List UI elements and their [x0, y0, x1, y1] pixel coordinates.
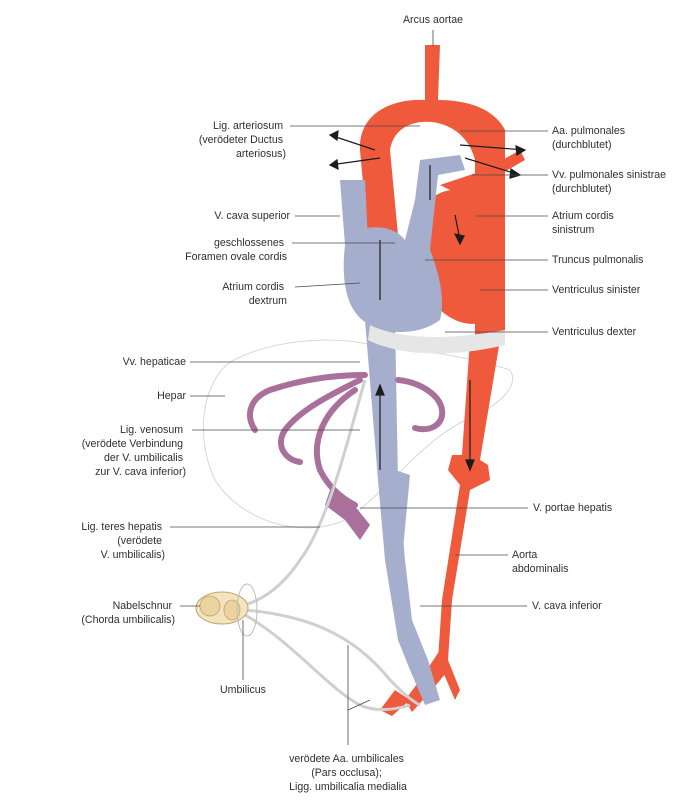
- label-atrium-sinistrum: Atrium cordis sinistrum: [552, 210, 617, 236]
- label-aorta-abdominalis: Aorta abdominalis: [512, 549, 569, 575]
- label-v-cava-superior: V. cava superior: [214, 210, 290, 222]
- label-vv-hepaticae: Vv. hepaticae: [123, 356, 187, 368]
- umbilical-cord: [196, 584, 257, 636]
- label-hepar: Hepar: [157, 390, 186, 402]
- label-v-portae: V. portae hepatis: [533, 502, 612, 514]
- label-lig-teres: Lig. teres hepatis (verödete V. umbilica…: [81, 521, 165, 561]
- label-aa-umbilicales: verödete Aa. umbilicales (Pars occlusa);…: [289, 753, 407, 793]
- label-lig-venosum: Lig. venosum (verödete Verbindung der V.…: [82, 424, 186, 478]
- label-atrium-dextrum: Atrium cordis dextrum: [222, 281, 287, 307]
- label-arcus-aortae: Arcus aortae: [403, 14, 463, 26]
- label-vv-pulmonales: Vv. pulmonales sinistrae (durchblutet): [552, 169, 669, 195]
- label-lig-arteriosum: Lig. arteriosum (verödeter Ductus arteri…: [199, 120, 286, 160]
- label-umbilicus: Umbilicus: [220, 684, 266, 696]
- label-nabelschnur: Nabelschnur (Chorda umbilicalis): [81, 600, 175, 626]
- label-aa-pulmonales: Aa. pulmonales (durchblutet): [552, 125, 628, 151]
- label-ventriculus-dexter: Ventriculus dexter: [552, 326, 637, 338]
- label-foramen-ovale: geschlossenes Foramen ovale cordis: [185, 237, 287, 263]
- hepatic-veins: [250, 375, 442, 505]
- label-ventriculus-sinister: Ventriculus sinister: [552, 284, 641, 296]
- label-truncus-pulmonalis: Truncus pulmonalis: [552, 254, 643, 266]
- label-v-cava-inferior: V. cava inferior: [532, 600, 602, 612]
